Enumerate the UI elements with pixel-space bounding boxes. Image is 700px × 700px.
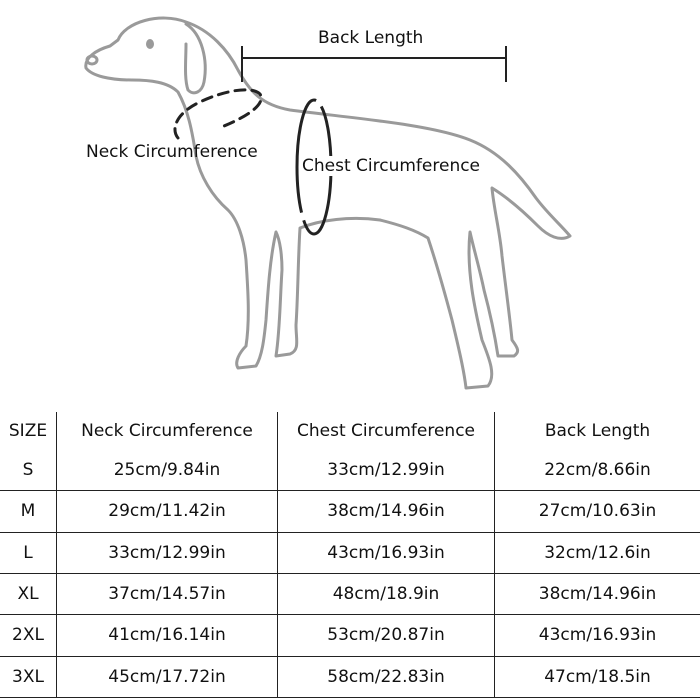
- back-cell: 38cm/14.96in: [494, 572, 700, 615]
- chest-cell: 48cm/18.9in: [277, 572, 495, 615]
- table-row: L 33cm/12.99in 43cm/16.93in 32cm/12.6in: [0, 531, 700, 574]
- neck-cell: 29cm/11.42in: [56, 490, 278, 533]
- size-cell: M: [0, 490, 57, 533]
- size-cell: 2XL: [0, 614, 57, 657]
- dog-ear: [184, 22, 207, 95]
- neck-cell: 37cm/14.57in: [56, 572, 278, 615]
- table-row: S 25cm/9.84in 33cm/12.99in 22cm/8.66in: [0, 450, 700, 491]
- chest-circumference-label: Chest Circumference: [302, 156, 481, 176]
- chest-cell: 38cm/14.96in: [277, 490, 495, 533]
- neck-cell: 33cm/12.99in: [56, 531, 278, 574]
- header-back-length: Back Length: [494, 412, 700, 450]
- chest-cell: 33cm/12.99in: [277, 450, 495, 491]
- neck-cell: 45cm/17.72in: [56, 655, 278, 699]
- dog-outline: [84, 16, 572, 390]
- chest-cell: 58cm/22.83in: [277, 655, 495, 699]
- chest-cell: 53cm/20.87in: [277, 614, 495, 657]
- size-cell: S: [22, 460, 34, 481]
- neck-cell: 25cm/9.84in: [56, 450, 278, 491]
- neck-circumference-label: Neck Circumference: [86, 142, 258, 162]
- table-row: XL 37cm/14.57in 48cm/18.9in 38cm/14.96in: [0, 572, 700, 615]
- chest-cell: 43cm/16.93in: [277, 531, 495, 574]
- size-cell: XL: [0, 572, 57, 615]
- back-length-label: Back Length: [318, 28, 424, 48]
- header-chest-circumference: Chest Circumference: [277, 412, 495, 450]
- dog-nose: [85, 54, 99, 66]
- dog-illustration: [84, 16, 572, 390]
- header-size: SIZE: [8, 421, 48, 441]
- back-cell: 22cm/8.66in: [494, 450, 700, 491]
- table-row: 2XL 41cm/16.14in 53cm/20.87in 43cm/16.93…: [0, 614, 700, 657]
- neck-cell: 41cm/16.14in: [56, 614, 278, 657]
- back-cell: 43cm/16.93in: [494, 614, 700, 657]
- neck-measure-loop: [173, 88, 263, 140]
- back-cell: 27cm/10.63in: [494, 490, 700, 533]
- dog-eye: [146, 39, 154, 49]
- size-cell: 3XL: [0, 655, 57, 699]
- table-row: 3XL 45cm/17.72in 58cm/22.83in 47cm/18.5i…: [0, 655, 700, 699]
- back-cell: 47cm/18.5in: [494, 655, 700, 699]
- table-header-row: SIZE Neck Circumference Chest Circumfere…: [0, 412, 700, 450]
- header-neck-circumference: Neck Circumference: [56, 412, 278, 450]
- table-row: M 29cm/11.42in 38cm/14.96in 27cm/10.63in: [0, 490, 700, 533]
- size-cell: L: [0, 531, 57, 574]
- back-cell: 32cm/12.6in: [494, 531, 700, 574]
- size-chart-table: SIZE Neck Circumference Chest Circumfere…: [0, 412, 700, 699]
- dog-measurement-diagram: Back Length Neck Circumference Chest Cir…: [84, 16, 572, 390]
